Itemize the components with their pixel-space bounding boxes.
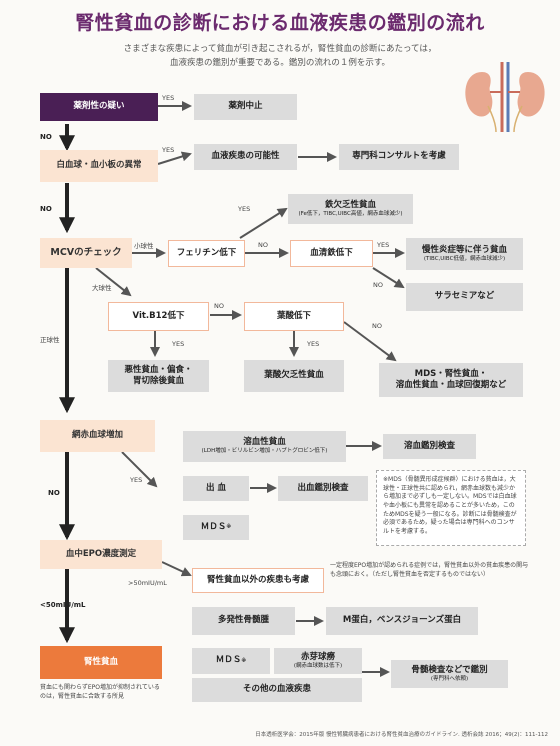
aplasia-label: 赤芽球癆 [300, 651, 335, 662]
node-mcv-check: MCVのチェック [40, 238, 132, 268]
label-no-retic: NO [48, 489, 60, 497]
node-consult: 専門科コンサルトを考慮 [339, 144, 459, 170]
note-renal: 貧血にも関わらずEPO増加が抑制されているのは，腎性貧血に合致する所見 [40, 684, 160, 700]
label-microcytic: 小球性 [134, 242, 154, 250]
label-under-50: <50mIU/mL [40, 601, 86, 609]
node-mds-renal: MDS・腎性貧血・ 溶血性貧血・血球回復期など [379, 363, 523, 397]
note-mds: ※MDS（骨髄異形成症候群）における貧血は，大球性・正球性共に認められ，網赤血球… [376, 470, 526, 546]
node-mds-1: ＭＤＳ※ [183, 515, 249, 540]
node-iron-deficiency: 鉄欠乏性貧血 (Fe低下，TIBC,UIBC高値，網赤血球減少) [288, 194, 413, 224]
node-mds-2: ＭＤＳ※ [192, 648, 270, 674]
label-yes-ferritin: YES [238, 205, 251, 213]
node-drug-stop: 薬剤中止 [194, 94, 297, 120]
arrow-retic-no [121, 451, 158, 488]
node-aplasia: 赤芽球癆 (網赤血球数は低下) [274, 648, 362, 674]
hemolytic-sub: (LDH増加・ビリルビン増加・ハプトグロビン低下) [201, 448, 328, 455]
node-reticulocyte: 網赤血球増加 [40, 420, 155, 452]
label-no-drug: NO [40, 133, 52, 141]
label-no-folate: NO [372, 322, 382, 330]
label-yes-b12: YES [172, 340, 185, 348]
node-blood-disease: 血液疾患の可能性 [194, 144, 297, 170]
node-drug-suspected: 薬剤性の疑い [40, 93, 158, 121]
label-yes-wbc: YES [162, 146, 175, 154]
node-renal-anemia: 腎性貧血 [40, 646, 162, 679]
label-over-50: >50mIU/mL [128, 579, 167, 587]
node-serum-iron: 血清鉄低下 [290, 240, 373, 267]
kidney-illustration [465, 62, 545, 133]
marrow-label: 骨髄検査などで鑑別 [411, 664, 488, 675]
iron-deficiency-sub: (Fe低下，TIBC,UIBC高値，網赤血球減少) [298, 210, 403, 217]
label-yes-retic: YES [130, 476, 143, 484]
label-no-wbc: NO [40, 205, 52, 213]
note-epo: 一定程度EPO増加が認められる症例では，腎性貧血以外の貧血疾患の関与も念頭におく… [330, 562, 529, 578]
arrow-folate-no [343, 321, 397, 362]
iron-deficiency-label: 鉄欠乏性貧血 [324, 199, 376, 210]
mds-2-star: ※ [241, 657, 247, 664]
node-thalassemia: サラセミアなど [406, 283, 523, 311]
label-yes-folate: YES [307, 340, 320, 348]
mds-1-star: ※ [226, 524, 232, 531]
node-wbc-platelet: 白血球・血小板の異常 [40, 150, 158, 182]
arrow-serum-no [372, 267, 405, 289]
mds-1-label: ＭＤＳ [200, 521, 227, 532]
node-hemolysis-test: 溶血鑑別検査 [383, 434, 476, 459]
arrow-epo-over50 [161, 561, 192, 577]
node-marrow-test: 骨髄検査などで鑑別 (専門科へ依頼) [391, 660, 508, 688]
arrow-wbc-yes [157, 151, 192, 165]
node-other-blood: その他の血液疾患 [192, 678, 362, 702]
label-normocytic: 正球性 [40, 336, 60, 344]
node-pernicious: 悪性貧血・偏食・ 胃切除後貧血 [108, 360, 209, 392]
intro-line-1: さまざまな疾患によって貧血が引き起こされるが，腎性貧血の診断にあたっては， [123, 44, 437, 54]
node-hemolytic: 溶血性貧血 (LDH増加・ビリルビン増加・ハプトグロビン低下) [183, 431, 346, 462]
node-epo-measure: 血中EPO濃度測定 [40, 540, 162, 569]
arrow-ferritin-yes [239, 207, 288, 239]
label-yes-serum: YES [377, 241, 390, 249]
intro-line-2: 血液疾患の鑑別が重要である。鑑別の流れの１例を示す。 [169, 58, 391, 68]
label-no-serum: NO [373, 281, 383, 289]
label-yes-drug: YES [162, 94, 175, 102]
label-no-ferritin: NO [258, 241, 268, 249]
node-bleeding-test: 出血鑑別検査 [278, 476, 368, 501]
node-chronic-inflammation: 慢性炎症等に伴う貧血 (TIBC,UIBC低値，網赤血球減少) [406, 238, 523, 270]
label-no-b12: NO [214, 302, 224, 310]
marrow-sub: (専門科へ依頼) [430, 675, 469, 682]
arrow-mcv-macro [95, 267, 132, 297]
node-b12: Vit.B12低下 [108, 302, 209, 331]
node-folate: 葉酸低下 [244, 302, 344, 331]
mds-2-label: ＭＤＳ [215, 655, 242, 666]
page-title: 腎性貧血の診断における血液疾患の鑑別の流れ [75, 12, 485, 34]
node-ferritin: フェリチン低下 [168, 240, 245, 267]
aplasia-sub: (網赤血球数は低下) [293, 662, 343, 669]
hemolytic-label: 溶血性貧血 [243, 437, 286, 448]
label-macrocytic: 大球性 [92, 284, 112, 292]
node-bleeding: 出 血 [183, 476, 249, 501]
node-m-protein: M蛋白，ベンスジョーンズ蛋白 [326, 607, 478, 635]
chronic-label: 慢性炎症等に伴う貧血 [421, 244, 507, 255]
node-folate-deficiency: 葉酸欠乏性貧血 [244, 360, 344, 392]
footer-citation: 日本透析医学会：2015年版 慢性腎臓病患者における腎性貧血治療のガイドライン.… [255, 732, 548, 738]
node-non-renal: 腎性貧血以外の疾患も考慮 [192, 568, 324, 593]
chronic-sub: (TIBC,UIBC低値，網赤血球減少) [423, 255, 506, 262]
node-myeloma: 多発性骨髄腫 [192, 607, 295, 635]
